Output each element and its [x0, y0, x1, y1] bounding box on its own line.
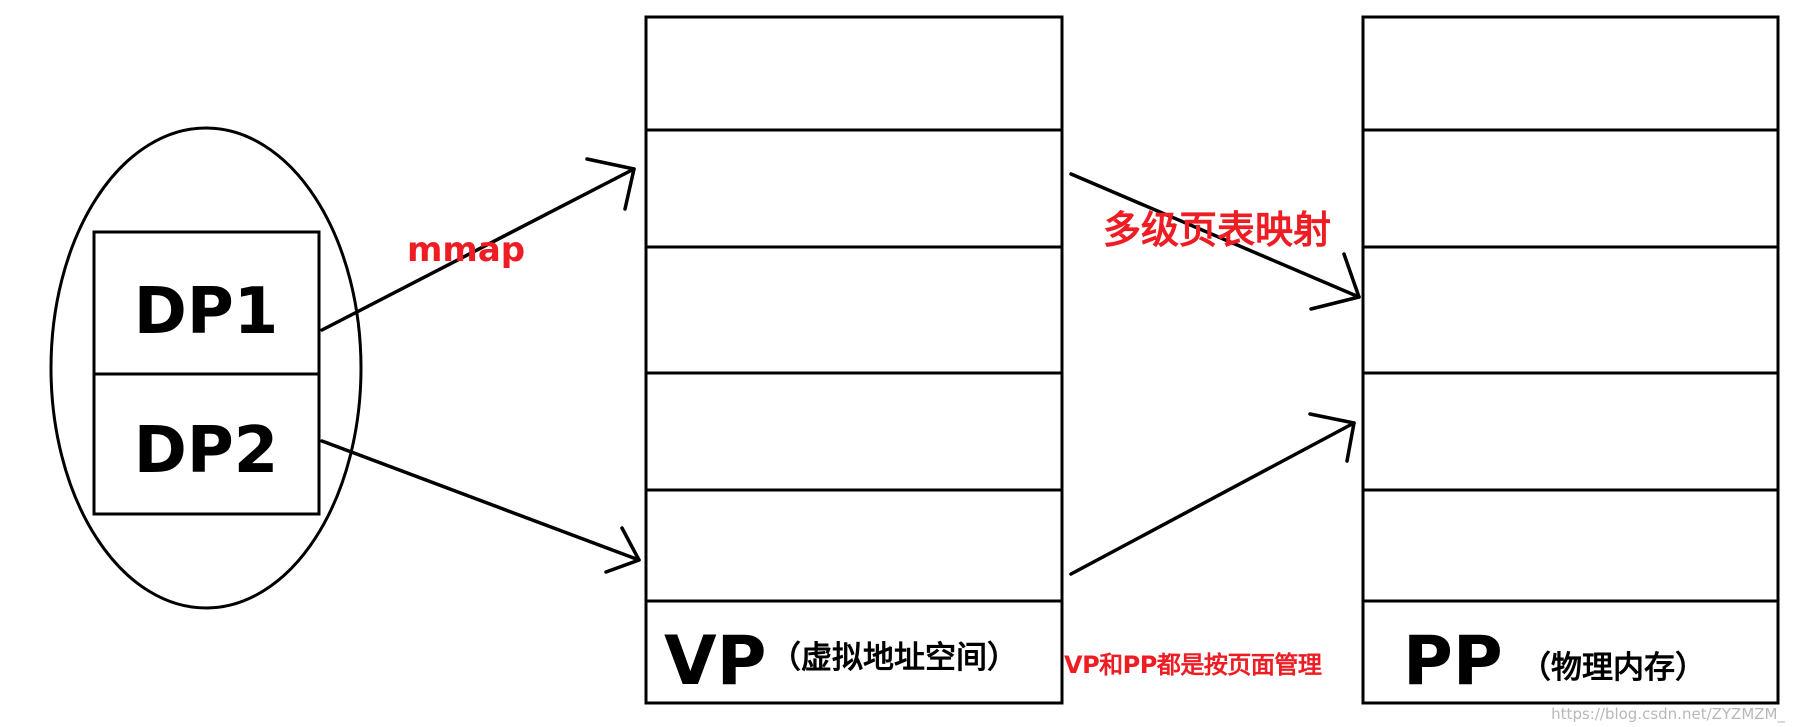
mmap-label: mmap — [407, 230, 525, 270]
disk-page-dp2-label: DP2 — [134, 414, 279, 488]
mmap-arrow-dp2 — [320, 439, 641, 574]
virtual-pages-column: VP （虚拟地址空间） — [644, 15, 1064, 705]
disk-pages-group: DP1 DP2 — [49, 126, 363, 610]
disk-page-dp1-label: DP1 — [134, 275, 279, 349]
arrow-shaft — [320, 167, 636, 332]
watermark: https://blog.csdn.net/ZYZMZM_ — [1551, 705, 1785, 724]
page-table-mapping-label: 多级页表映射 — [1103, 208, 1331, 252]
virtual-pages-sublabel: （虚拟地址空间） — [770, 640, 1018, 676]
arrow-head — [585, 157, 636, 211]
arrow-shaft — [1069, 421, 1356, 576]
virtual-pages-label: VP — [664, 622, 766, 701]
arrow-shaft — [1069, 172, 1361, 299]
physical-pages-column: PP （物理内存） — [1361, 15, 1780, 705]
arrow-head — [1308, 412, 1356, 463]
arrow-shaft — [320, 439, 641, 562]
page-table-arrow-upper — [1069, 172, 1361, 311]
mmap-arrow-dp1 — [320, 157, 636, 332]
arrow-head — [1309, 252, 1361, 311]
physical-pages-label: PP — [1403, 622, 1503, 701]
page-table-arrow-lower — [1069, 412, 1356, 576]
arrow-head — [604, 526, 641, 574]
physical-pages-sublabel: （物理内存） — [1520, 650, 1706, 686]
page-management-note: VP和PP都是按页面管理 — [1064, 651, 1322, 679]
